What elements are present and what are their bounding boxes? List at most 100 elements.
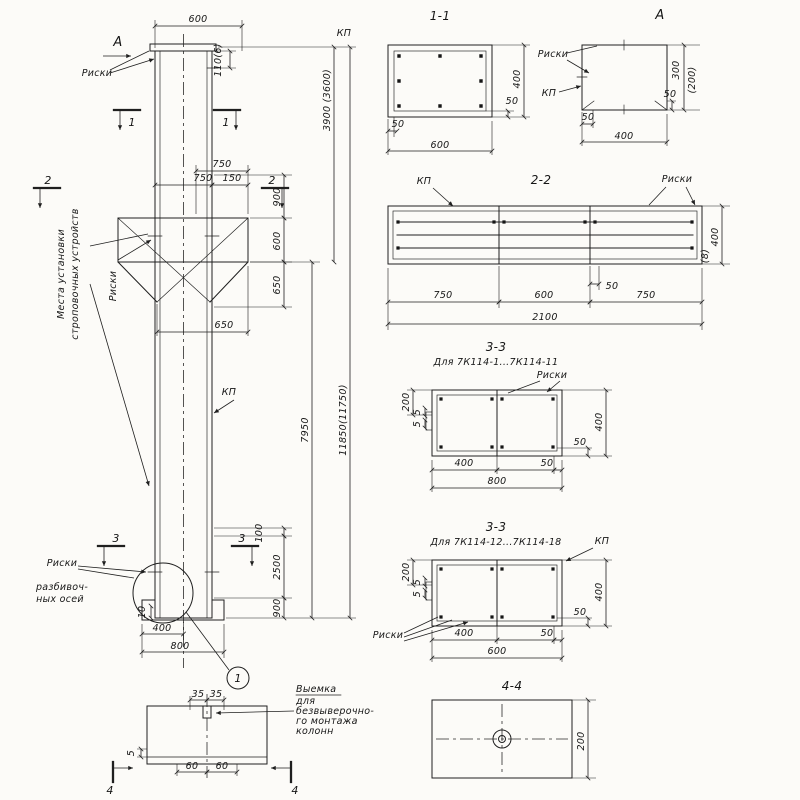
cut1-left-label: 1 <box>128 116 135 129</box>
console-right-ext <box>214 174 292 308</box>
view-a-outline <box>581 44 668 111</box>
section-3-3b-dim-600-label: 600 <box>487 646 506 657</box>
section-3-3b-dim-400b-label: 400 <box>454 628 473 639</box>
detail-balloon-label: 1 <box>234 672 241 685</box>
view-a-dim-400-label: 400 <box>614 131 633 142</box>
section-3-3b-dim-50r-label: 50 <box>574 607 587 618</box>
section-1-1-dim-400-label: 400 <box>512 69 523 88</box>
section-1-1-ext <box>387 44 530 155</box>
cut4-left-label: 4 <box>106 784 113 797</box>
view-a-kp-label: КП <box>542 88 557 99</box>
section-3-3a-dim-400b-label: 400 <box>454 458 473 469</box>
kp-mid-leader <box>213 399 235 414</box>
section-3-3b-riski-leaders <box>403 617 468 642</box>
section-3-3a-dim-200-label: 200 <box>401 392 412 411</box>
section-3-3b-dim-400r-label: 400 <box>594 582 605 601</box>
section-1-1-dim-600-label: 600 <box>430 140 449 151</box>
kp-mid-label: КП <box>222 387 237 398</box>
dim-900-label: 900 <box>272 187 283 206</box>
kp-top-label: КП <box>337 28 352 39</box>
dim-60a-label: 60 <box>186 761 199 772</box>
section-1-1-dim-50b-label: 50 <box>392 119 405 130</box>
dim-600-top-label: 600 <box>188 14 207 25</box>
cut4-right-label: 4 <box>291 784 298 797</box>
section-2-2-cage <box>392 210 698 260</box>
section-4-4-centerlines <box>436 704 568 774</box>
riski-top-leaders <box>109 50 154 74</box>
view-a-chamfers <box>581 100 668 111</box>
section-3-3a-dim-800-label: 800 <box>487 476 506 487</box>
section-2-2-dim-750b-label: 750 <box>636 290 655 301</box>
main-column-view: А Риски 600 110(6) 1 1 2 2 3 3 <box>32 14 356 690</box>
dim-900b-label: 900 <box>272 598 283 617</box>
recess-note-line3: безвыверочно- <box>296 706 374 717</box>
section-1-1-dim-50r-label: 50 <box>506 96 519 107</box>
lifting-note-leaders <box>89 233 149 486</box>
section-2-2-dim-400-label: 400 <box>710 227 721 246</box>
recess-note-line1: Выемка <box>296 684 336 695</box>
base-detail-circle <box>132 562 194 624</box>
section-2-2-dim-8-label: (8) <box>700 249 711 263</box>
balloon-leader <box>185 611 230 671</box>
view-a-title: А <box>654 8 664 23</box>
dim-7950-label: 7950 <box>300 417 311 442</box>
view-a-dim-50r-label: 50 <box>664 89 677 100</box>
dim-2500-label: 2500 <box>272 554 283 579</box>
dim-35a-label: 35 <box>192 689 205 700</box>
view-a-risk-ticks <box>576 39 625 115</box>
section-2-2-riski-label: Риски <box>662 174 693 185</box>
riski-axes-line2: разбивоч- <box>35 582 88 593</box>
dim-800b-label: 800 <box>170 641 189 652</box>
section-4-4-view: 4-4 200 <box>431 679 596 781</box>
recess-note-line5: колонн <box>296 726 334 737</box>
recess-note-line2: для <box>295 696 315 707</box>
section-2-2-kp-leader <box>432 187 454 207</box>
section-3-3b-view: 3-3 Для 7К114-12...7К114-18 КП 200 5 5 Р… <box>373 520 612 662</box>
section-3-3b-dim-50b-label: 50 <box>541 628 554 639</box>
view-a-section: А Риски КП 300 (200) 50 50 400 <box>538 8 700 146</box>
section-2-2-kp-label: КП <box>417 176 432 187</box>
section-3-3a-riski-label: Риски <box>537 370 568 381</box>
section-1-1-title: 1-1 <box>430 9 451 23</box>
section-2-2-view: КП 2-2 Риски (8) 50 400 750 600 750 2100 <box>385 173 730 330</box>
section-2-2-ext <box>387 205 730 330</box>
section-2-2-dim-600-label: 600 <box>534 290 553 301</box>
section-3-3a-dim-50b-label: 50 <box>541 458 554 469</box>
section-3-3b-riski-label: Риски <box>373 630 404 641</box>
section-2-2-dim-2100-label: 2100 <box>532 312 557 323</box>
dim-100-label: 100 <box>254 523 265 542</box>
section-2-2-title: 2-2 <box>531 173 552 187</box>
section-3-3a-dim-400r-label: 400 <box>594 412 605 431</box>
console-diagonals <box>117 217 249 303</box>
section-2-2-dim-50-ext <box>589 266 600 290</box>
riski-axes-line1: Риски <box>47 558 78 569</box>
view-a-label: А <box>112 35 122 50</box>
cut4-flags <box>111 760 293 784</box>
cut2-right-label: 2 <box>268 174 275 187</box>
section-2-2-rebar-lines <box>396 221 694 249</box>
column-base-outline <box>141 599 225 621</box>
section-1-1-rebar-dots <box>397 54 483 108</box>
section-3-3a-riski-leaders <box>507 380 561 393</box>
detail-balloon-circle <box>226 666 250 690</box>
section-3-3a-title: 3-3 <box>486 340 507 354</box>
section-2-2-dim-50-label: 50 <box>606 281 619 292</box>
dim-750b-label: 750 <box>193 173 212 184</box>
dim-35b-label: 35 <box>210 689 223 700</box>
section-1-1-cage <box>393 50 487 112</box>
section-3-3b-dim-200-label: 200 <box>401 562 412 581</box>
cut3-right-label: 3 <box>238 532 245 545</box>
lifting-note-line1: Места установки <box>56 229 67 319</box>
console-outline <box>117 217 249 303</box>
cut3-left-label: 3 <box>112 532 119 545</box>
base-right-ext <box>214 527 292 599</box>
section-3-3b-dim-5b-label: 5 <box>412 591 423 597</box>
section-4-4-title: 4-4 <box>502 679 523 693</box>
riski-left-leader <box>117 239 152 261</box>
section-3-3b-dim-5a-label: 5 <box>412 579 423 585</box>
section-3-3b-bottom-ext <box>431 626 563 662</box>
section-3-3a-subtitle: Для 7К114-1...7К114-11 <box>433 357 559 368</box>
section-3-3a-dim-5a-label: 5 <box>412 409 423 415</box>
dim-600c-label: 600 <box>272 231 283 250</box>
